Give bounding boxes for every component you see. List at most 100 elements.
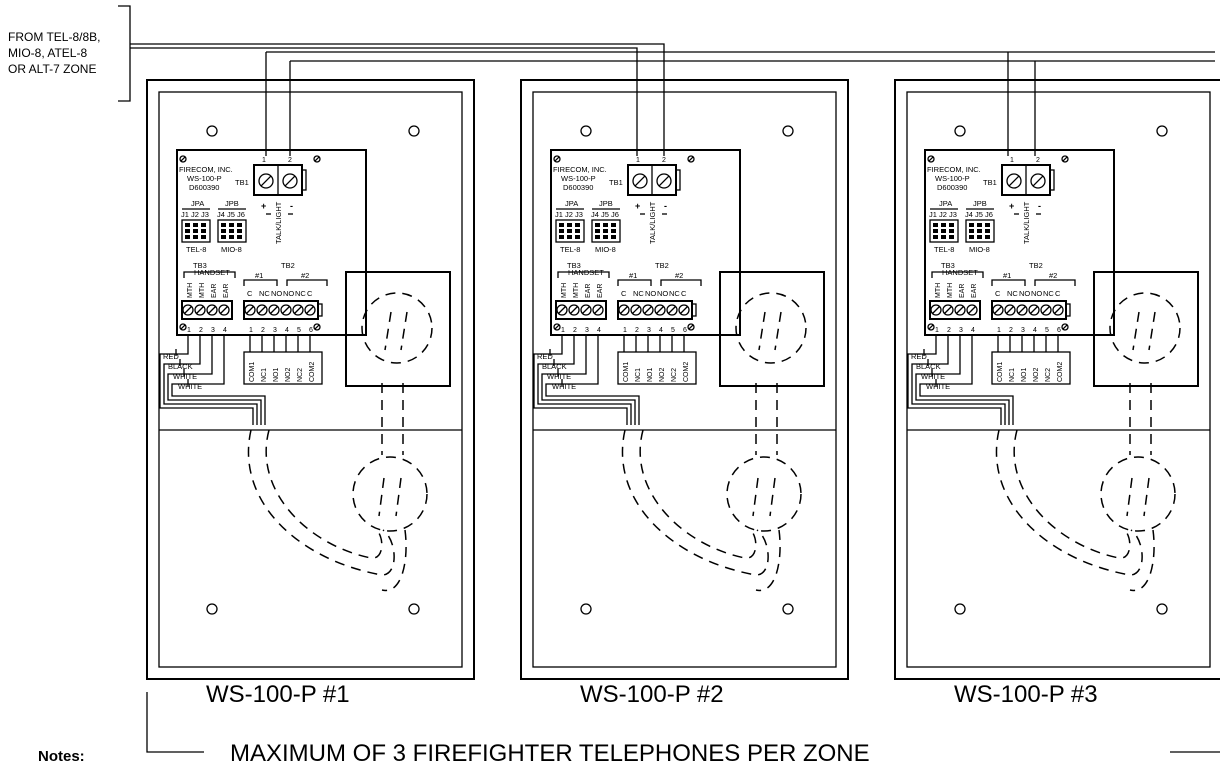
tb3-screw <box>568 304 580 316</box>
relay-group-1-label: #1 <box>255 271 263 280</box>
tb2-terminal-name: NO <box>1031 289 1042 298</box>
tb1-screw <box>1030 173 1046 189</box>
handset-earpiece <box>1109 292 1181 364</box>
board-screw <box>1061 155 1069 163</box>
wire-label-white: WHITE <box>547 372 571 381</box>
tb2-screw <box>992 304 1004 316</box>
relay-label: COM2 <box>309 362 316 382</box>
source-zone: FROM TEL-8/8B, MIO-8, ATEL-8 OR ALT-7 ZO… <box>8 5 131 102</box>
relay-group-1-label: #1 <box>1003 271 1011 280</box>
tb3-terminal-number: 3 <box>585 327 589 334</box>
tb1-terminal-number: 1 <box>636 157 640 164</box>
board-screw <box>1061 323 1069 331</box>
mounting-hole <box>782 125 794 137</box>
handset-cradle <box>719 271 825 387</box>
handset-mouthpiece <box>352 456 428 532</box>
tb2-terminal-name: NO <box>283 289 294 298</box>
jpb-setting-label: MIO-8 <box>221 245 242 254</box>
tb2-terminal-name: C <box>621 289 627 298</box>
wire-label-white: WHITE <box>178 382 202 391</box>
tb3-terminal-number: 2 <box>573 327 577 334</box>
jpb-header <box>965 219 995 243</box>
tb3-screw <box>592 304 604 316</box>
handset-mouthpiece <box>1100 456 1176 532</box>
source-line-1: FROM TEL-8/8B, <box>8 30 100 44</box>
wire-label-white: WHITE <box>173 372 197 381</box>
tb3-screw <box>966 304 978 316</box>
relay-label: COM1 <box>249 362 256 382</box>
handset-cradle <box>1093 271 1199 387</box>
tb2-terminal-number: 5 <box>297 327 301 334</box>
mounting-hole <box>408 125 420 137</box>
relay-label: NC1 <box>261 368 268 382</box>
relay-group-2-label: #2 <box>301 271 309 280</box>
tb2-terminal-number: 2 <box>635 327 639 334</box>
tb2-terminal-number: 1 <box>623 327 627 334</box>
jpa-label: JPA <box>191 199 204 208</box>
board-model: WS-100-P <box>561 174 596 183</box>
tb3-terminal-name: EAR <box>585 284 592 298</box>
tb1-terminal-number: 2 <box>662 157 666 164</box>
tb2-label: TB2 <box>655 261 669 270</box>
board-part-number: D600390 <box>189 183 219 192</box>
board-manufacturer: FIRECOM, INC. <box>927 165 981 174</box>
jpa-setting-label: TEL-8 <box>560 245 580 254</box>
tb1-positive-marker: + <box>635 201 640 211</box>
jpb-label: JPB <box>225 199 239 208</box>
tb1-negative-marker: - <box>290 201 293 211</box>
tb2-terminal-number: 2 <box>261 327 265 334</box>
tb3-terminal-name: EAR <box>959 284 966 298</box>
jpb-pins: J4 J5 J6 <box>217 210 245 219</box>
tb2-terminal-name: NC <box>295 289 306 298</box>
tb3-terminal-number: 4 <box>971 327 975 334</box>
mounting-hole <box>206 125 218 137</box>
tb3-terminal-name: MTH <box>935 283 942 298</box>
relay-label: NC1 <box>1009 368 1016 382</box>
relay-label: COM1 <box>623 362 630 382</box>
wire-label-white: WHITE <box>926 382 950 391</box>
wire-label-white: WHITE <box>552 382 576 391</box>
enclosure-outer <box>146 79 475 680</box>
relay-label: NC2 <box>671 368 678 382</box>
tb3-terminal-name: MTH <box>573 283 580 298</box>
unit-caption-1: WS-100-P #1 <box>206 681 350 708</box>
board-screw <box>927 323 935 331</box>
wire-label-red: RED <box>163 352 179 361</box>
jpb-setting-label: MIO-8 <box>595 245 616 254</box>
tb1-screw <box>282 173 298 189</box>
tb2-screw <box>654 304 666 316</box>
jpb-label: JPB <box>599 199 613 208</box>
tb3-terminal-name: EAR <box>971 284 978 298</box>
tb2-screw <box>304 304 316 316</box>
tb1-screw <box>258 173 274 189</box>
relay-label: NO1 <box>647 368 654 383</box>
tb2-screw <box>1052 304 1064 316</box>
board-screw <box>927 155 935 163</box>
tb3-terminal-number: 4 <box>597 327 601 334</box>
tb2-terminal-name: NC <box>1007 289 1018 298</box>
wire-label-black: BLACK <box>168 362 193 371</box>
tb3-terminal-number: 1 <box>561 327 565 334</box>
jpa-pins: J1 J2 J3 <box>555 210 583 219</box>
tb3-screw <box>930 304 942 316</box>
notes-label: Notes: <box>38 748 85 761</box>
jpa-setting-label: TEL-8 <box>186 245 206 254</box>
unit-caption-2: WS-100-P #2 <box>580 681 724 708</box>
tb2-terminal-name: C <box>995 289 1001 298</box>
tb3-terminal-number: 3 <box>211 327 215 334</box>
tb2-terminal-name: NC <box>669 289 680 298</box>
talk-light-label: TALK/LIGHT <box>274 201 283 244</box>
handset-cord <box>247 383 428 592</box>
tb3-screw <box>580 304 592 316</box>
jpb-header <box>217 219 247 243</box>
board-screw <box>179 155 187 163</box>
wire-label-red: RED <box>537 352 553 361</box>
tb2-terminal-number: 4 <box>285 327 289 334</box>
